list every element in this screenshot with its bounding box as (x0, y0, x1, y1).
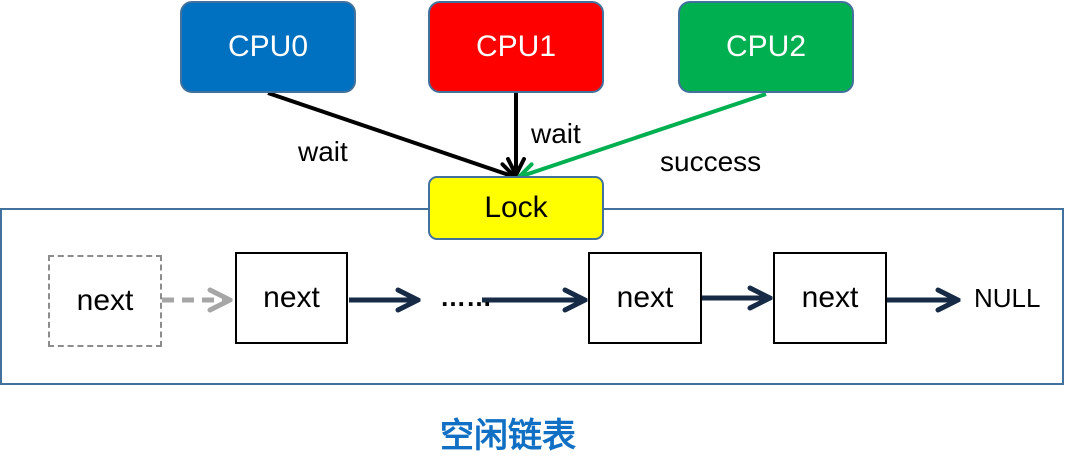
list-node: next (773, 252, 887, 344)
cpu2-label: CPU2 (725, 30, 807, 63)
edge-label-cpu1: wait (531, 118, 581, 149)
lock-box: Lock (428, 176, 604, 240)
cpu0-box: CPU0 (180, 1, 356, 93)
caption-free-list: 空闲链表 (440, 416, 576, 456)
lock-label: Lock (484, 191, 548, 224)
list-node-ghost: next (48, 255, 162, 347)
null-terminator: NULL (974, 283, 1041, 313)
cpu1-label: CPU1 (475, 30, 557, 63)
node-label: next (263, 281, 320, 314)
list-node: next (588, 252, 702, 344)
ellipsis: …… (440, 282, 492, 312)
edge-label-cpu0: wait (298, 136, 348, 167)
node-label: next (801, 281, 859, 314)
edge-label-cpu2: success (660, 146, 762, 177)
list-node: next (235, 252, 348, 344)
cpu1-box: CPU1 (428, 1, 604, 93)
node-label: next (76, 284, 134, 317)
edge-cpu2-lock (519, 92, 767, 177)
cpu2-box: CPU2 (678, 1, 854, 93)
cpu0-label: CPU0 (227, 30, 309, 63)
node-label: next (616, 281, 674, 314)
edge-cpu0-lock (267, 91, 515, 177)
